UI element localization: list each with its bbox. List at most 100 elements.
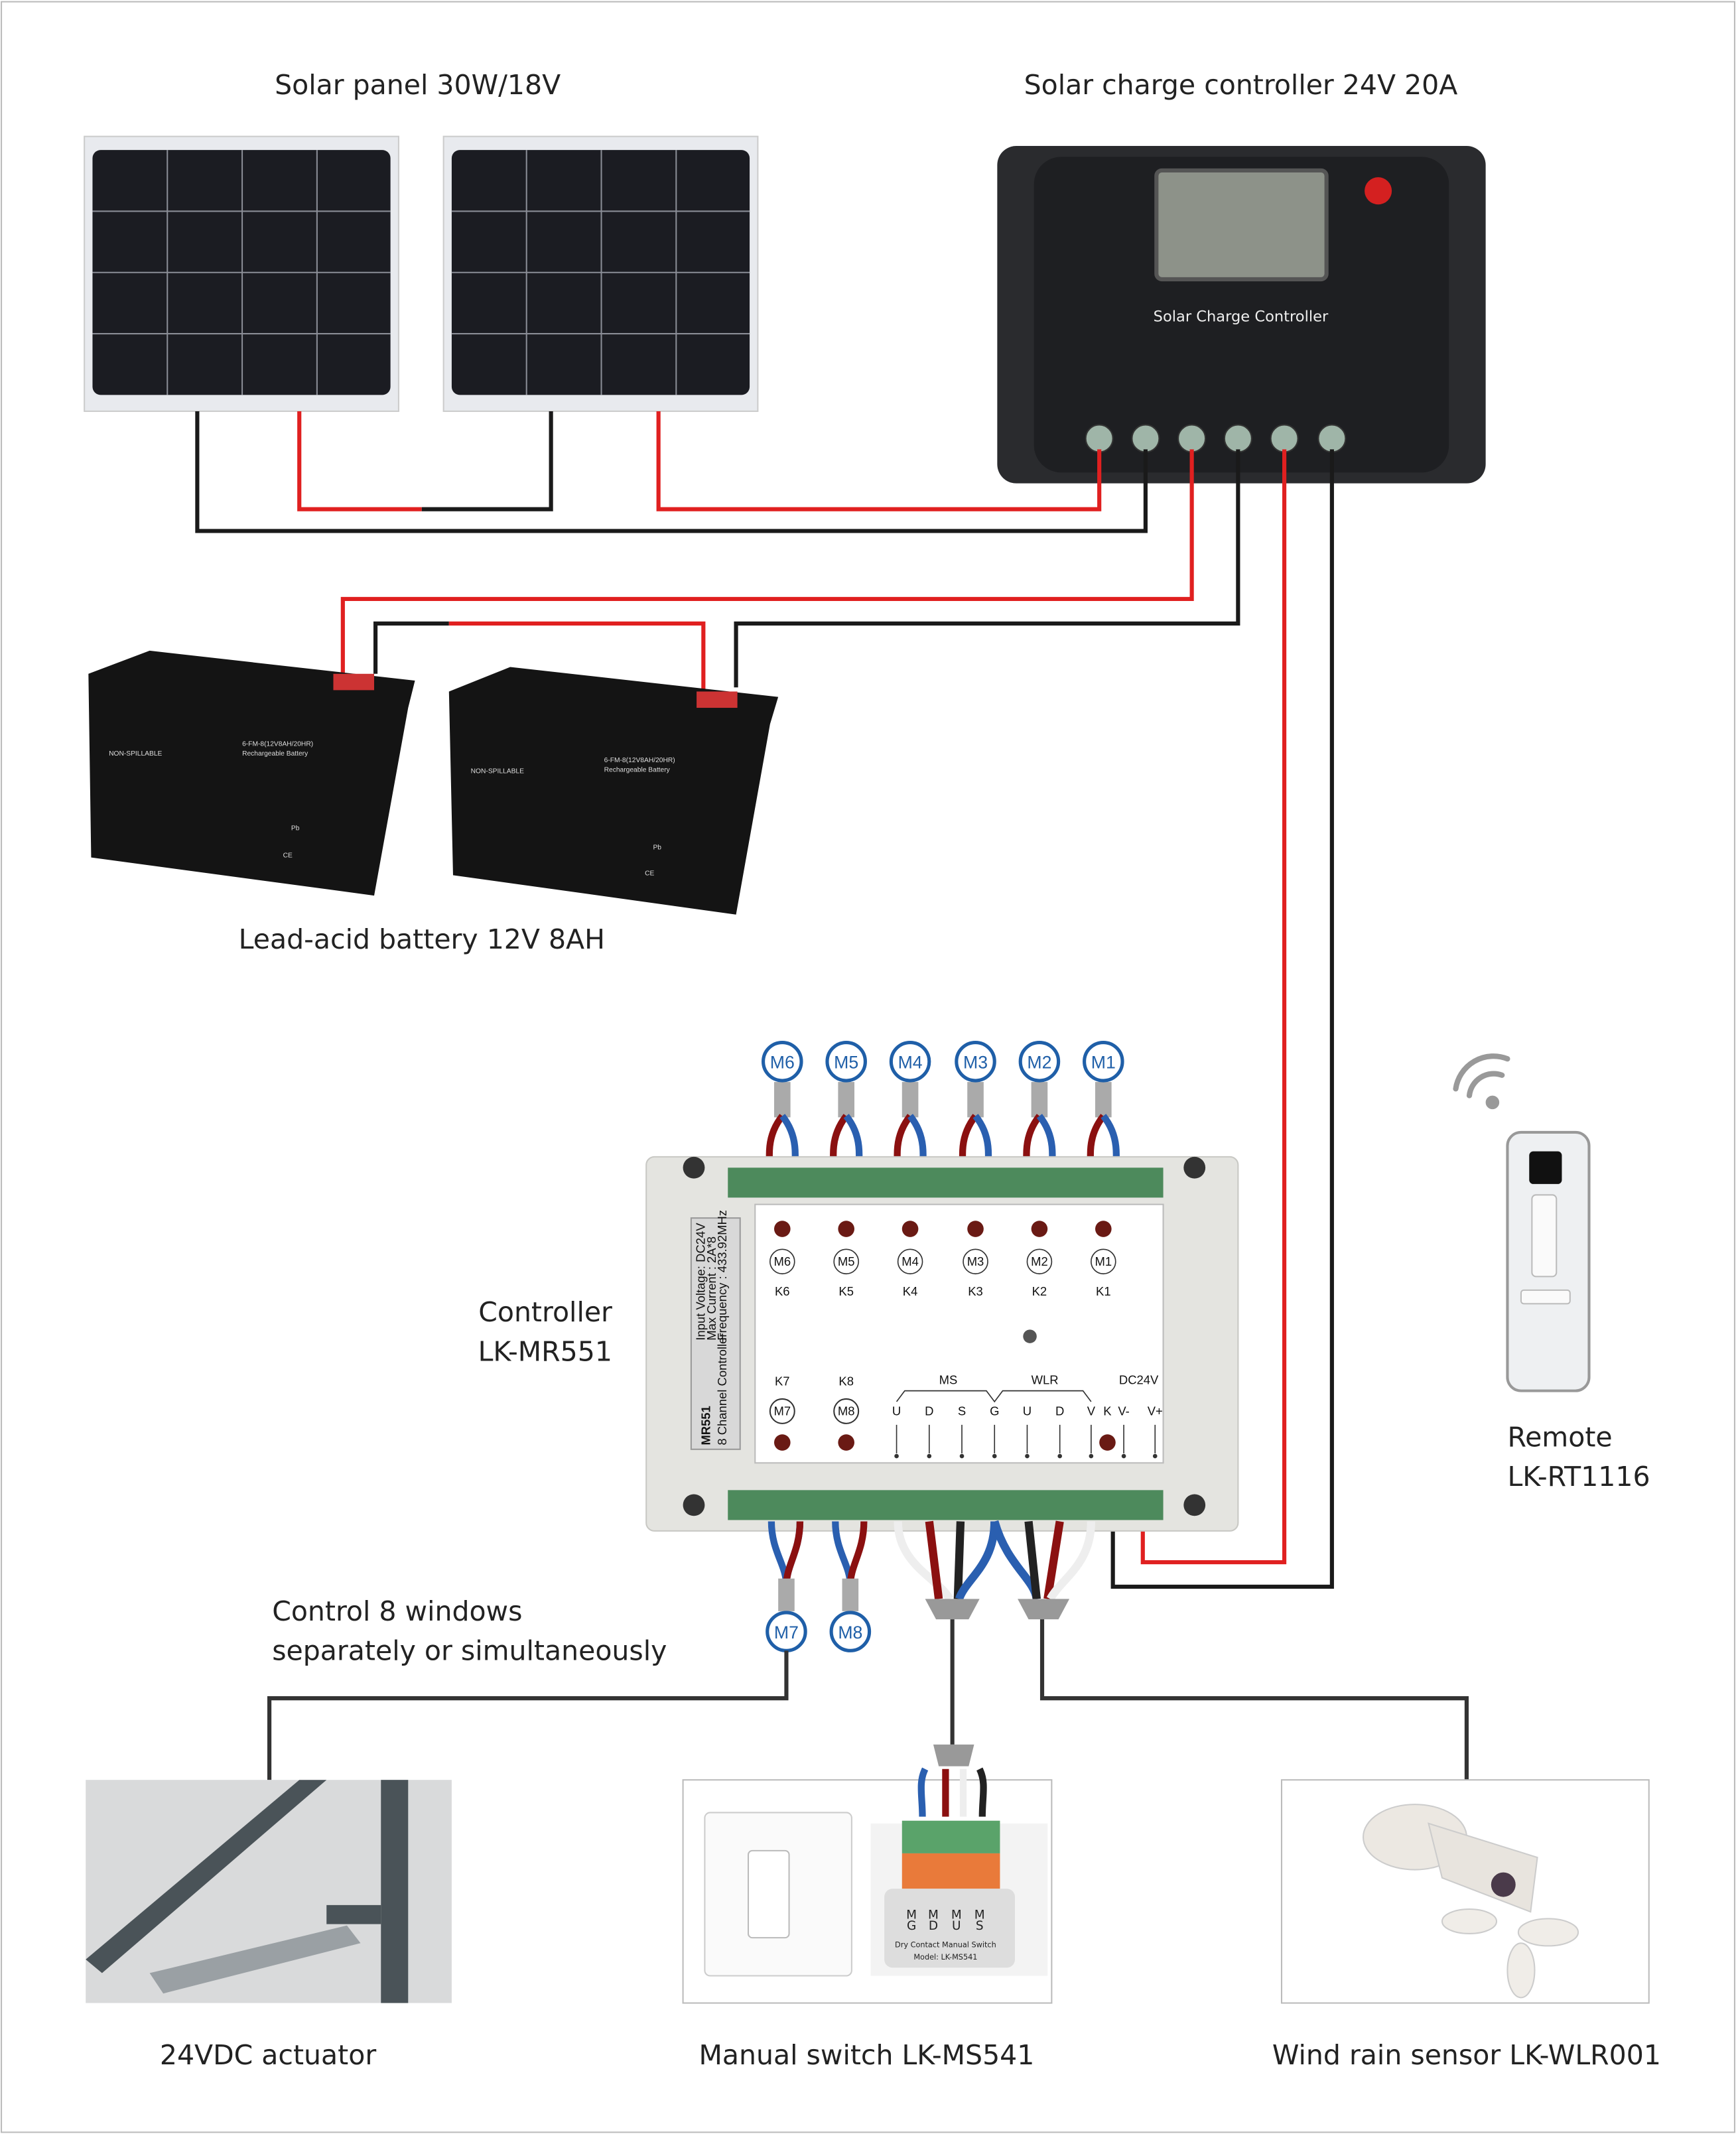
terminal-label: K: [1103, 1404, 1112, 1418]
svg-text:S: S: [976, 1919, 984, 1933]
svg-text:6-FM-8(12V8AH/20HR): 6-FM-8(12V8AH/20HR): [604, 757, 675, 764]
svg-text:CE: CE: [283, 852, 293, 860]
k8-m8: K8 M8: [833, 1374, 860, 1451]
svg-text:K6: K6: [775, 1284, 790, 1298]
svg-text:NON-SPILLABLE: NON-SPILLABLE: [109, 750, 162, 758]
svg-text:M7: M7: [773, 1404, 791, 1418]
svg-text:M: M: [951, 1908, 962, 1922]
svg-text:M2: M2: [1027, 1053, 1051, 1073]
callout-m2: M2: [1018, 1041, 1061, 1083]
svg-text:MR551: MR551: [699, 1406, 713, 1445]
svg-text:V: V: [1087, 1404, 1096, 1418]
remote-label-2: LK-RT1116: [1507, 1461, 1650, 1493]
svg-text:M7: M7: [774, 1623, 799, 1642]
svg-text:Rechargeable Battery: Rechargeable Battery: [604, 766, 671, 773]
group-ms: MS: [939, 1372, 958, 1386]
svg-text:M4: M4: [898, 1053, 923, 1073]
actuator-image: [86, 1780, 452, 2003]
svg-text:K5: K5: [838, 1284, 854, 1298]
terminal-label: U: [892, 1404, 901, 1459]
actuator-line: [267, 1650, 789, 1780]
battery-series-red: [448, 621, 706, 695]
motor-cable-m6: [766, 1082, 799, 1182]
terminal-label: V-: [1118, 1404, 1130, 1459]
battery-2: NON-SPILLABLE 6-FM-8(12V8AH/20HR) Rechar…: [448, 667, 779, 915]
charge-controller-label: Solar charge controller 24V 20A: [1024, 69, 1458, 101]
sensor-label: Wind rain sensor LK-WLR001: [1272, 2039, 1661, 2071]
svg-text:M1: M1: [1095, 1254, 1112, 1268]
remote-label-1: Remote: [1507, 1422, 1612, 1453]
svg-text:Dry Contact Manual Switch: Dry Contact Manual Switch: [895, 1940, 996, 1949]
bottom-cables: [768, 1520, 1096, 1620]
svg-text:D: D: [1055, 1404, 1064, 1418]
svg-text:M1: M1: [1091, 1053, 1116, 1073]
callout-m5: M5: [825, 1041, 867, 1083]
svg-text:K8: K8: [838, 1374, 854, 1388]
battery-positive-wire: [340, 449, 1194, 681]
svg-text:U: U: [1023, 1404, 1032, 1418]
svg-text:U: U: [952, 1919, 961, 1933]
svg-text:M6: M6: [770, 1053, 795, 1073]
svg-text:V+: V+: [1148, 1404, 1163, 1418]
svg-text:Frequency : 433.92MHz: Frequency : 433.92MHz: [715, 1210, 729, 1341]
load-positive-wire: [1140, 449, 1287, 1565]
svg-text:6-FM-8(12V8AH/20HR): 6-FM-8(12V8AH/20HR): [242, 740, 313, 748]
control-label-1: Control 8 windows: [272, 1595, 522, 1627]
svg-text:G: G: [990, 1404, 999, 1418]
svg-text:M5: M5: [834, 1053, 858, 1073]
svg-text:U: U: [892, 1404, 901, 1418]
callout-m4: M4: [889, 1041, 931, 1083]
svg-text:Pb: Pb: [653, 844, 661, 851]
m7-callout: M7: [766, 1611, 807, 1652]
terminal-label: G: [990, 1404, 999, 1459]
svg-text:M2: M2: [1031, 1254, 1048, 1268]
svg-text:M: M: [928, 1908, 939, 1922]
svg-text:K4: K4: [903, 1284, 918, 1298]
lcd-screen: [1154, 168, 1329, 282]
status-led: [1023, 1329, 1037, 1343]
actuator-label: 24VDC actuator: [160, 2039, 376, 2071]
solar-panel-2: [442, 135, 759, 412]
callout-m6: M6: [762, 1041, 803, 1083]
svg-text:M4: M4: [901, 1254, 919, 1268]
callout-m3: M3: [955, 1041, 996, 1083]
svg-text:8 Channel Controller: 8 Channel Controller: [715, 1333, 729, 1445]
svg-text:M3: M3: [963, 1053, 988, 1073]
m8-callout: M8: [829, 1611, 872, 1652]
charge-controller-device-label: Solar Charge Controller: [1154, 308, 1329, 326]
svg-text:V-: V-: [1118, 1404, 1129, 1418]
manual-switch-label: Manual switch LK-MS541: [699, 2039, 1035, 2071]
solar-panel-label: Solar panel 30W/18V: [275, 69, 561, 101]
svg-text:M: M: [906, 1908, 917, 1922]
panel-series-wire-red: [297, 411, 422, 511]
svg-text:M8: M8: [838, 1623, 862, 1642]
solar-charge-controller: Solar Charge Controller: [997, 146, 1486, 484]
svg-text:K7: K7: [775, 1374, 790, 1388]
svg-text:D: D: [929, 1919, 938, 1933]
svg-text:Input Voltage: DC24V: Input Voltage: DC24V: [693, 1223, 707, 1341]
svg-text:M8: M8: [838, 1404, 855, 1418]
wifi-icon: [1453, 1053, 1510, 1110]
battery-1: NON-SPILLABLE 6-FM-8(12V8AH/20HR) Rechar…: [88, 650, 415, 896]
terminal-label: D: [925, 1404, 933, 1459]
battery-negative-wire: [734, 449, 1240, 688]
controller-label-1: Controller: [478, 1296, 612, 1328]
solar-panel-1: [84, 135, 399, 412]
svg-text:NON-SPILLABLE: NON-SPILLABLE: [471, 767, 524, 775]
control-label-2: separately or simultaneously: [272, 1635, 667, 1667]
svg-text:K: K: [1103, 1404, 1112, 1418]
svg-text:CE: CE: [645, 870, 654, 877]
battery-label: Lead-acid battery 12V 8AH: [239, 923, 605, 955]
svg-text:M6: M6: [773, 1254, 791, 1268]
group-dc24v: DC24V: [1119, 1372, 1159, 1386]
svg-text:G: G: [907, 1919, 916, 1933]
svg-text:K2: K2: [1032, 1284, 1047, 1298]
wind-rain-sensor-image: [1280, 1779, 1650, 2004]
manual-switch-image: M M M M G D U S Dry Contact Manual Switc…: [682, 1744, 1053, 2004]
terminal-label: V+: [1148, 1404, 1163, 1459]
